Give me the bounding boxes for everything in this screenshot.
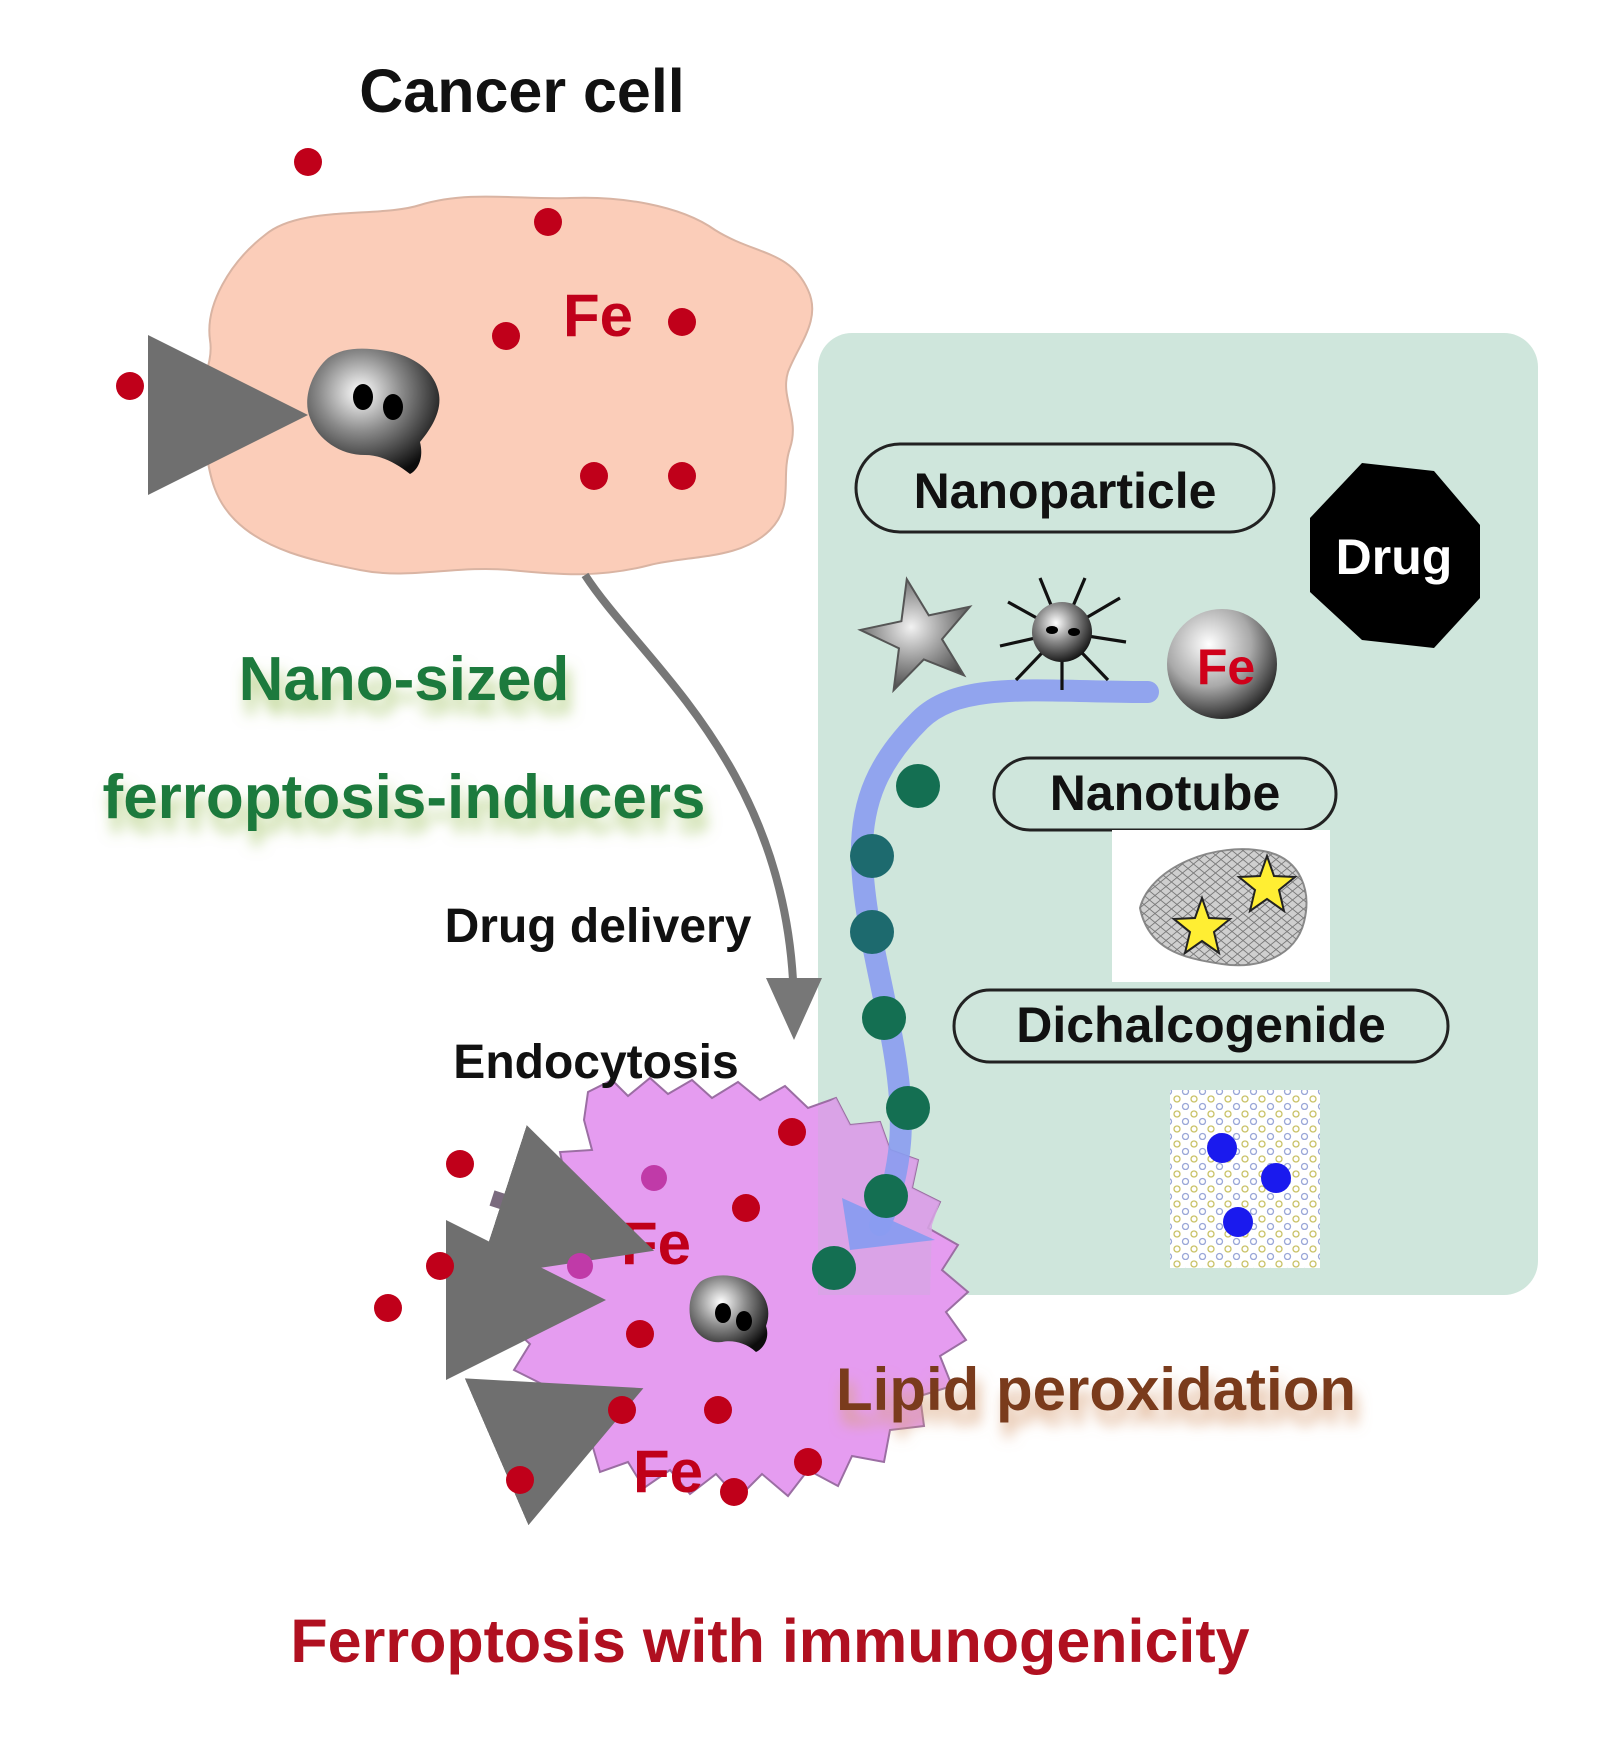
iron-dot	[492, 322, 520, 350]
iron-dot	[668, 308, 696, 336]
iron-dot	[116, 372, 144, 400]
iron-dot	[426, 1252, 454, 1280]
iron-dot	[794, 1448, 822, 1476]
entry-arrow-3	[464, 1378, 644, 1526]
lipid-dot	[896, 764, 940, 808]
iron-dot	[374, 1294, 402, 1322]
cancer-cell	[196, 195, 814, 576]
iron-dot	[446, 1150, 474, 1178]
magenta-dots	[567, 1165, 667, 1279]
svg-text:Nanotube: Nanotube	[1050, 765, 1281, 821]
iron-dot	[732, 1194, 760, 1222]
endocytosis-label: Endocytosis	[453, 1036, 738, 1089]
delivery-arrow-head	[766, 978, 822, 1040]
lipid-dot	[812, 1246, 856, 1290]
iron-dot	[626, 1320, 654, 1348]
cancer-cell-title: Cancer cell	[359, 57, 685, 125]
ferroptosis-immunogenicity-title: Ferroptosis with immunogenicity	[290, 1607, 1249, 1675]
dichalcogenide-lattice-icon	[1170, 1090, 1320, 1268]
iron-dot	[534, 208, 562, 236]
fe-sphere-icon: Fe	[1167, 609, 1277, 719]
lipid-dot	[864, 1174, 908, 1218]
fe-label-low: Fe	[633, 1438, 703, 1505]
iron-dot	[668, 462, 696, 490]
lipid-peroxidation-label: Lipid peroxidation	[836, 1356, 1356, 1423]
nucleus-icon	[689, 1275, 769, 1352]
svg-text:Dichalcogenide: Dichalcogenide	[1016, 997, 1386, 1053]
iron-dot	[720, 1478, 748, 1506]
star-nanoparticle-icon	[857, 576, 973, 694]
svg-text:Fe: Fe	[1197, 639, 1255, 695]
spiky-nanoparticle-icon	[999, 577, 1127, 690]
lipid-dot	[850, 910, 894, 954]
lipid-dot	[850, 834, 894, 878]
iron-dot	[641, 1165, 667, 1191]
iron-dots	[116, 148, 822, 1506]
ferroptosis-inducers-label: ferroptosis-inducers	[103, 763, 706, 832]
iron-dot	[778, 1118, 806, 1146]
svg-text:Drug: Drug	[1336, 529, 1453, 585]
iron-dot	[506, 1466, 534, 1494]
lipid-path-head	[842, 1198, 935, 1250]
drug-delivery-label: Drug delivery	[445, 900, 752, 953]
nano-sized-label: Nano-sized	[239, 645, 570, 714]
nanotube-icon	[1112, 830, 1330, 982]
iron-dot	[580, 462, 608, 490]
iron-dot	[294, 148, 322, 176]
dichalcogenide-label: Dichalcogenide	[952, 988, 1450, 1064]
delivery-arrow	[581, 572, 797, 981]
lipid-dot	[862, 996, 906, 1040]
iron-dot	[608, 1396, 636, 1424]
fe-label-top: Fe	[563, 282, 633, 349]
iron-dot	[704, 1396, 732, 1424]
nanoparticle-label: Nanoparticle	[854, 442, 1276, 534]
lipid-dots	[812, 764, 940, 1290]
nucleus-icon	[307, 348, 440, 474]
fe-label-mid: Fe	[621, 1210, 691, 1277]
lipid-dot	[886, 1086, 930, 1130]
iron-dot	[567, 1253, 593, 1279]
svg-text:Nanoparticle: Nanoparticle	[914, 463, 1217, 519]
drug-octagon-icon: Drug	[1310, 463, 1480, 648]
